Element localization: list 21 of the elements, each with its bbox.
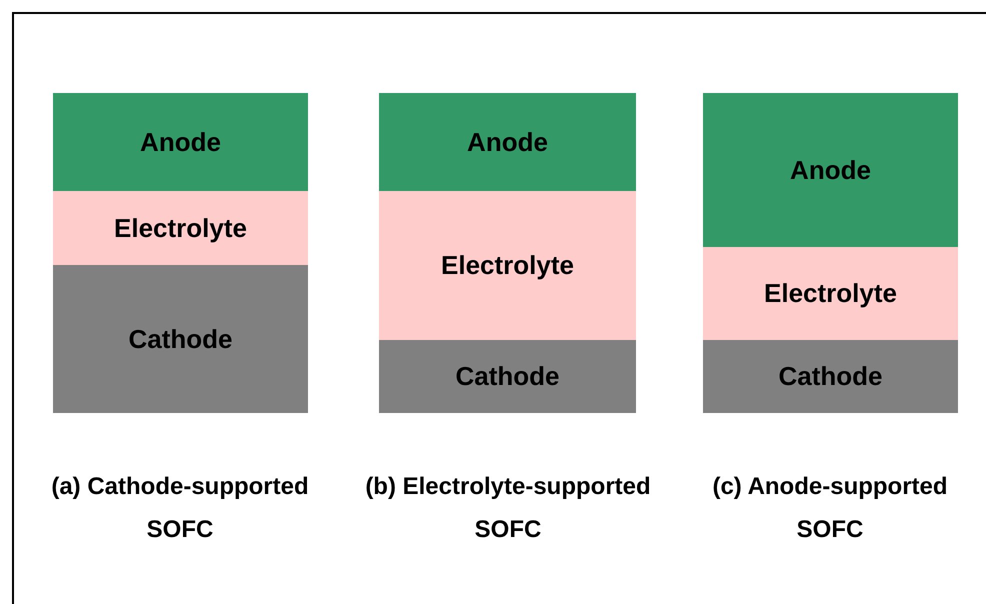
electrolyte-layer <box>53 191 308 265</box>
layer-label: Cathode <box>778 361 882 392</box>
cathode-layer <box>703 340 958 413</box>
panel-caption: (b) Electrolyte-supported SOFC <box>364 472 652 545</box>
layer-label: Cathode <box>128 324 232 354</box>
panel-caption: (a) Cathode-supported SOFC <box>50 472 310 545</box>
layer-label: Electrolyte <box>764 278 897 309</box>
layer-label: Anode <box>467 126 548 158</box>
layer-label: Cathode <box>456 361 560 392</box>
layer-label: Anode <box>140 126 221 158</box>
cathode-layer <box>379 340 636 413</box>
layer-label: Electrolyte <box>441 250 574 281</box>
layer-label: Electrolyte <box>114 212 247 244</box>
panel-caption: (c) Anode-supported SOFC <box>711 472 949 545</box>
layer-label: Anode <box>790 154 871 186</box>
electrolyte-layer <box>379 191 636 340</box>
anode-layer <box>53 93 308 191</box>
electrolyte-layer <box>703 247 958 340</box>
anode-layer <box>379 93 636 191</box>
cathode-layer <box>53 265 308 413</box>
anode-layer <box>703 93 958 247</box>
